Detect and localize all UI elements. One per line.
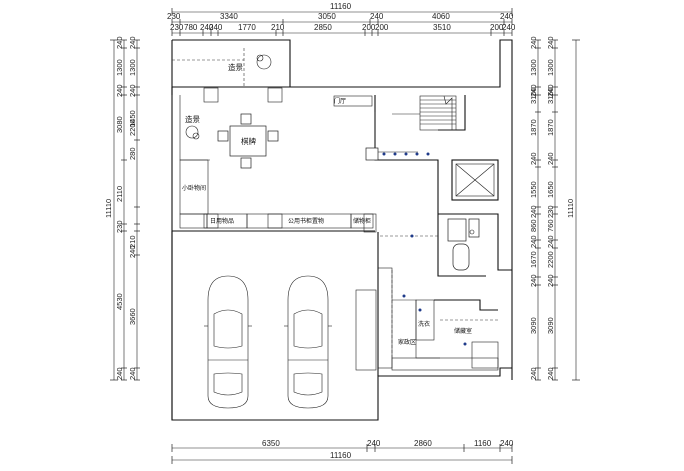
right-dim-5: 1870 xyxy=(529,119,538,136)
right-dim2-3: 240 xyxy=(546,84,555,97)
left-dim2-8: 240 xyxy=(128,245,137,258)
right-dim-12: 240 xyxy=(529,274,538,287)
right-dim-10: 240 xyxy=(529,235,538,248)
top-dim2-5: 1770 xyxy=(238,23,256,32)
garden-features: 造景 造景 xyxy=(172,48,272,140)
left-dim2-9: 3660 xyxy=(128,308,137,325)
top-dim2-8: 200 xyxy=(362,23,376,32)
chess-room-label: 棋牌 xyxy=(241,136,256,146)
top-dim-6: 240 xyxy=(500,12,514,21)
top-total-dimension: 11160 xyxy=(330,2,352,11)
left-dim2-3: 240 xyxy=(128,84,137,97)
right-dim-9: 860 xyxy=(529,219,538,232)
electrical-points xyxy=(382,152,467,346)
top-dim2-11: 200 xyxy=(490,23,504,32)
bottom-dimensions: 6350 240 2860 1160 240 11160 xyxy=(171,439,514,464)
bottom-dim-3: 2860 xyxy=(414,439,432,448)
left-dim2-2: 1300 xyxy=(128,59,137,76)
left-dim-6: 230 xyxy=(115,220,124,233)
room-labels: 小卧物间 日用物品 公用书柜置物 储物柜 洗衣 家政区 储藏室 门厅 xyxy=(182,97,472,346)
bottom-dim-1: 6350 xyxy=(262,439,280,448)
right-dim-4: 3100 xyxy=(529,87,538,104)
right-dim2-4: 3160 xyxy=(546,87,555,104)
bottom-dim-5: 240 xyxy=(500,439,514,448)
right-dim2-12: 240 xyxy=(546,274,555,287)
right-dim2-10: 240 xyxy=(546,235,555,248)
right-dim-6: 240 xyxy=(529,152,538,165)
wash-area-label: 洗衣 xyxy=(418,320,430,328)
top-dim2-3: 240 xyxy=(200,23,214,32)
left-dim-8: 240 xyxy=(115,367,124,380)
right-dim2-1: 240 xyxy=(546,36,555,49)
left-dim-3: 240 xyxy=(115,84,124,97)
top-dimensions: 11160 230 3340 3050 240 4060 240 230 780… xyxy=(167,2,516,36)
right-dim2-6: 240 xyxy=(546,152,555,165)
right-dim-14: 240 xyxy=(529,367,538,380)
top-dim2-6: 210 xyxy=(271,23,285,32)
left-dim-1: 240 xyxy=(115,36,124,49)
top-dim-1: 230 xyxy=(167,12,181,21)
right-dimensions: 240 1300 240 3100 1870 240 1550 240 860 … xyxy=(529,36,580,381)
bottom-dim-4: 1160 xyxy=(474,439,492,448)
bathroom-fixtures xyxy=(447,218,480,271)
bottom-total-dimension: 11160 xyxy=(330,451,352,460)
right-dim-1: 240 xyxy=(529,36,538,49)
wiring-lines xyxy=(374,112,498,360)
right-dim-7: 1550 xyxy=(529,181,538,198)
left-dim2-10: 240 xyxy=(128,367,137,380)
left-dim-7: 4530 xyxy=(115,293,124,310)
left-dim-4: 3080 xyxy=(115,116,124,133)
top-dim-2: 3340 xyxy=(220,12,238,21)
right-dim2-9: 760 xyxy=(546,219,555,232)
left-dim-5: 2110 xyxy=(115,186,124,202)
right-dim2-8: 230 xyxy=(546,205,555,218)
cabinet-long-label: 公用书柜置物 xyxy=(288,217,324,225)
cabinet-right-label: 储物柜 xyxy=(353,217,371,225)
garden-top-label: 造景 xyxy=(228,62,243,72)
bottom-dim-2: 240 xyxy=(367,439,381,448)
right-dim2-2: 1300 xyxy=(546,59,555,76)
top-dim-4: 240 xyxy=(370,12,384,21)
misc-room-label: 门厅 xyxy=(334,97,346,105)
top-dim2-1: 230 xyxy=(170,23,184,32)
left-dim2-1: 240 xyxy=(128,36,137,49)
elevator-shaft xyxy=(451,159,499,201)
top-dim2-10: 3510 xyxy=(433,23,451,32)
right-dim-2: 1300 xyxy=(529,59,538,76)
top-dim-3: 3050 xyxy=(318,12,336,21)
top-dim2-2: 780 xyxy=(184,23,198,32)
right-dim2-5: 1870 xyxy=(546,119,555,136)
parked-car-left xyxy=(204,275,252,409)
parked-car-right xyxy=(284,275,332,409)
storage-small-label: 小卧物间 xyxy=(182,184,206,192)
storage-left-label: 日用物品 xyxy=(210,217,234,225)
right-dim-8: 240 xyxy=(529,205,538,218)
right-dim-11: 1670 xyxy=(529,251,538,268)
left-dim2-7: 210 xyxy=(128,235,137,248)
top-dim2-4: 240 xyxy=(209,23,223,32)
left-dim2-5: 2200 xyxy=(128,119,137,136)
left-dimensions: 11110 240 1300 240 3080 2110 230 4530 24… xyxy=(104,36,140,381)
left-total-dimension: 11110 xyxy=(104,199,113,218)
left-dim-2: 1300 xyxy=(115,59,124,76)
right-dim2-14: 240 xyxy=(546,367,555,380)
laundry-zone-label: 家政区 xyxy=(398,338,416,346)
top-dim-5: 4060 xyxy=(432,12,450,21)
garden-left-label: 造景 xyxy=(185,114,200,124)
right-dim2-13: 3090 xyxy=(546,317,555,334)
left-dim2-4: 1450 xyxy=(128,110,137,127)
right-dim-13: 3090 xyxy=(529,317,538,334)
right-dim-3: 240 xyxy=(529,84,538,97)
right-dim2-7: 1650 xyxy=(546,181,555,198)
chess-table: 棋牌 xyxy=(217,113,279,169)
right-total-dimension: 11110 xyxy=(566,199,575,218)
storage-room-label: 储藏室 xyxy=(454,327,472,335)
left-dim2-6: 280 xyxy=(128,147,137,160)
top-dim2-9: 200 xyxy=(375,23,389,32)
top-dim2-7: 2850 xyxy=(314,23,332,32)
staircase xyxy=(365,95,457,161)
top-dim2-12: 240 xyxy=(502,23,516,32)
right-dim2-11: 2200 xyxy=(546,251,555,268)
